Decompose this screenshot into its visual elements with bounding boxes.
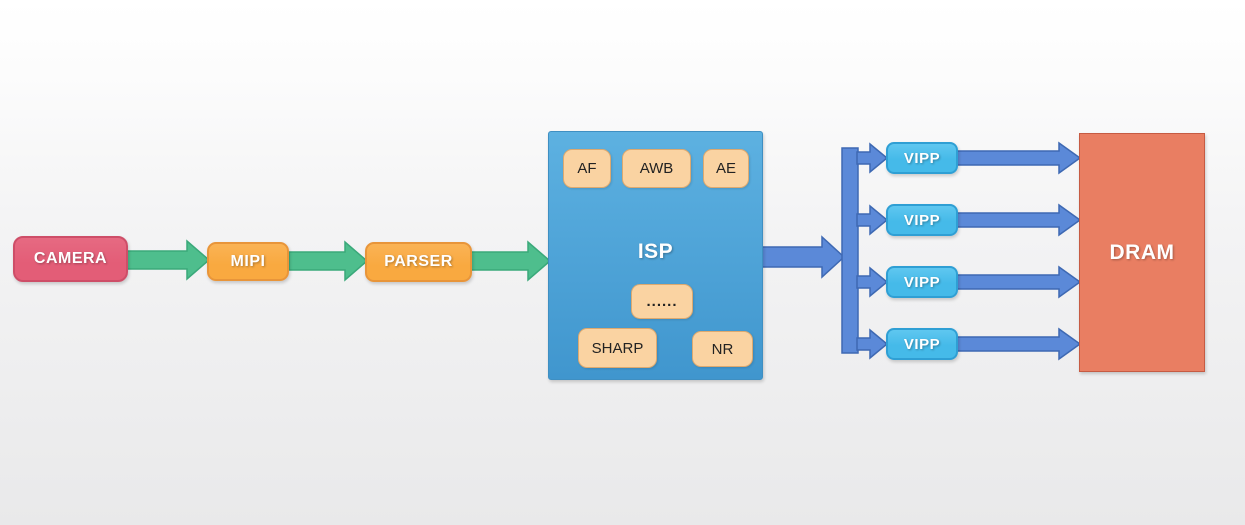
mipi-node: MIPI	[207, 242, 289, 281]
vipp-1-label: VIPP	[903, 149, 941, 167]
arrow-bar-to-vipp-1	[856, 142, 889, 174]
isp-sharp-label: SHARP	[591, 339, 644, 357]
isp-awb-block: AWB	[622, 149, 691, 188]
arrow-isp-to-bar	[761, 235, 846, 279]
isp-node: AF AWB AE ISP ...... SHARP NR	[548, 131, 763, 380]
vipp-3-label: VIPP	[903, 273, 941, 291]
isp-ae-label: AE	[715, 160, 736, 177]
isp-nr-block: NR	[692, 331, 753, 367]
vipp-node-3: VIPP	[886, 266, 958, 298]
isp-label: ISP	[637, 240, 674, 263]
parser-node: PARSER	[365, 242, 472, 282]
arrow-bar-to-vipp-2	[856, 204, 889, 236]
arrow-bar-to-vipp-4	[856, 328, 889, 360]
vipp-node-4: VIPP	[886, 328, 958, 360]
arrow-vipp-1-to-dram	[956, 141, 1082, 175]
arrow-parser-to-isp	[470, 240, 552, 282]
arrow-camera-to-mipi	[126, 239, 211, 281]
fanout-bar	[841, 147, 859, 354]
vipp-node-2: VIPP	[886, 204, 958, 236]
isp-sharp-block: SHARP	[578, 328, 657, 368]
arrow-vipp-3-to-dram	[956, 265, 1082, 299]
isp-ellipsis-block: ......	[631, 284, 693, 319]
isp-ae-block: AE	[703, 149, 749, 188]
isp-af-label: AF	[577, 160, 597, 177]
isp-awb-label: AWB	[639, 160, 674, 177]
isp-nr-label: NR	[711, 340, 734, 358]
arrow-vipp-2-to-dram	[956, 203, 1082, 237]
arrow-bar-to-vipp-3	[856, 266, 889, 298]
arrow-vipp-4-to-dram	[956, 327, 1082, 361]
mipi-label: MIPI	[230, 252, 266, 270]
vipp-2-label: VIPP	[903, 211, 941, 229]
isp-ellipsis-label: ......	[646, 293, 678, 310]
isp-af-block: AF	[563, 149, 611, 188]
vipp-4-label: VIPP	[903, 335, 941, 353]
dram-node: DRAM	[1079, 133, 1205, 372]
camera-node: CAMERA	[13, 236, 128, 282]
arrow-mipi-to-parser	[288, 240, 369, 282]
dram-label: DRAM	[1109, 240, 1175, 264]
parser-label: PARSER	[384, 253, 453, 270]
vipp-node-1: VIPP	[886, 142, 958, 174]
camera-label: CAMERA	[33, 250, 108, 267]
